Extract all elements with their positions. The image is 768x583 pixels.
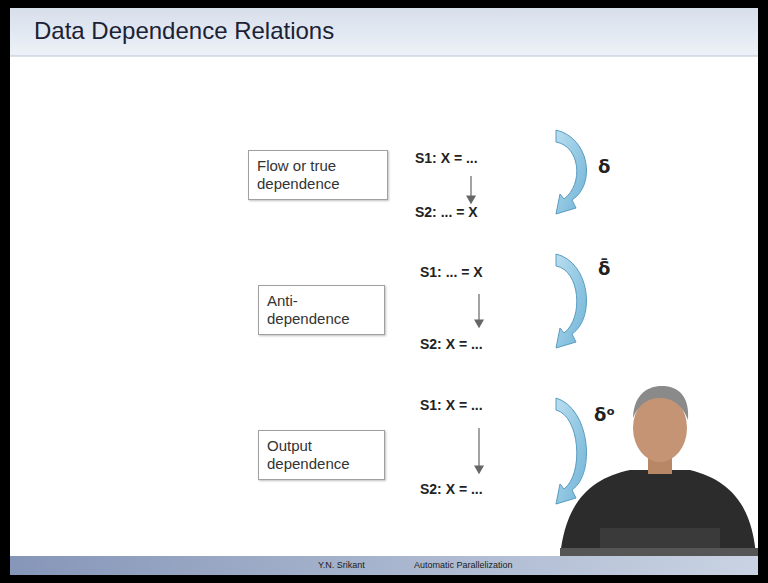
dependence-box: Flow or true dependence [248,150,388,200]
title-rule [10,56,758,57]
dependence-symbol: δᵒ [594,404,615,426]
slide-title: Data Dependence Relations [34,17,334,45]
box-label: Anti-dependence [267,292,376,328]
slide-ground [10,8,758,575]
dependence-box: Anti-dependence [258,285,385,335]
box-label: Flow or true dependence [257,157,379,193]
flow-arrows [467,176,483,473]
dependence-box: Output dependence [258,430,385,480]
statement: S2: ... = X [415,204,478,221]
footer-author: Y.N. Srikant [318,560,365,571]
statement: S1: ... = X [420,264,483,281]
title-bar [10,8,758,56]
box-label: Output dependence [267,437,376,473]
curved-arrows [556,130,587,504]
dependence-symbol: δ [598,156,610,178]
footer-bar [10,556,758,575]
dependence-symbol: δ̄ [598,258,610,280]
statement: S2: X = ... [420,336,483,353]
statement: S1: X = ... [415,150,478,167]
presenter-figure [560,386,758,556]
statement: S2: X = ... [420,481,483,498]
footer-course: Automatic Parallelization [414,560,513,571]
statement: S1: X = ... [420,397,483,414]
